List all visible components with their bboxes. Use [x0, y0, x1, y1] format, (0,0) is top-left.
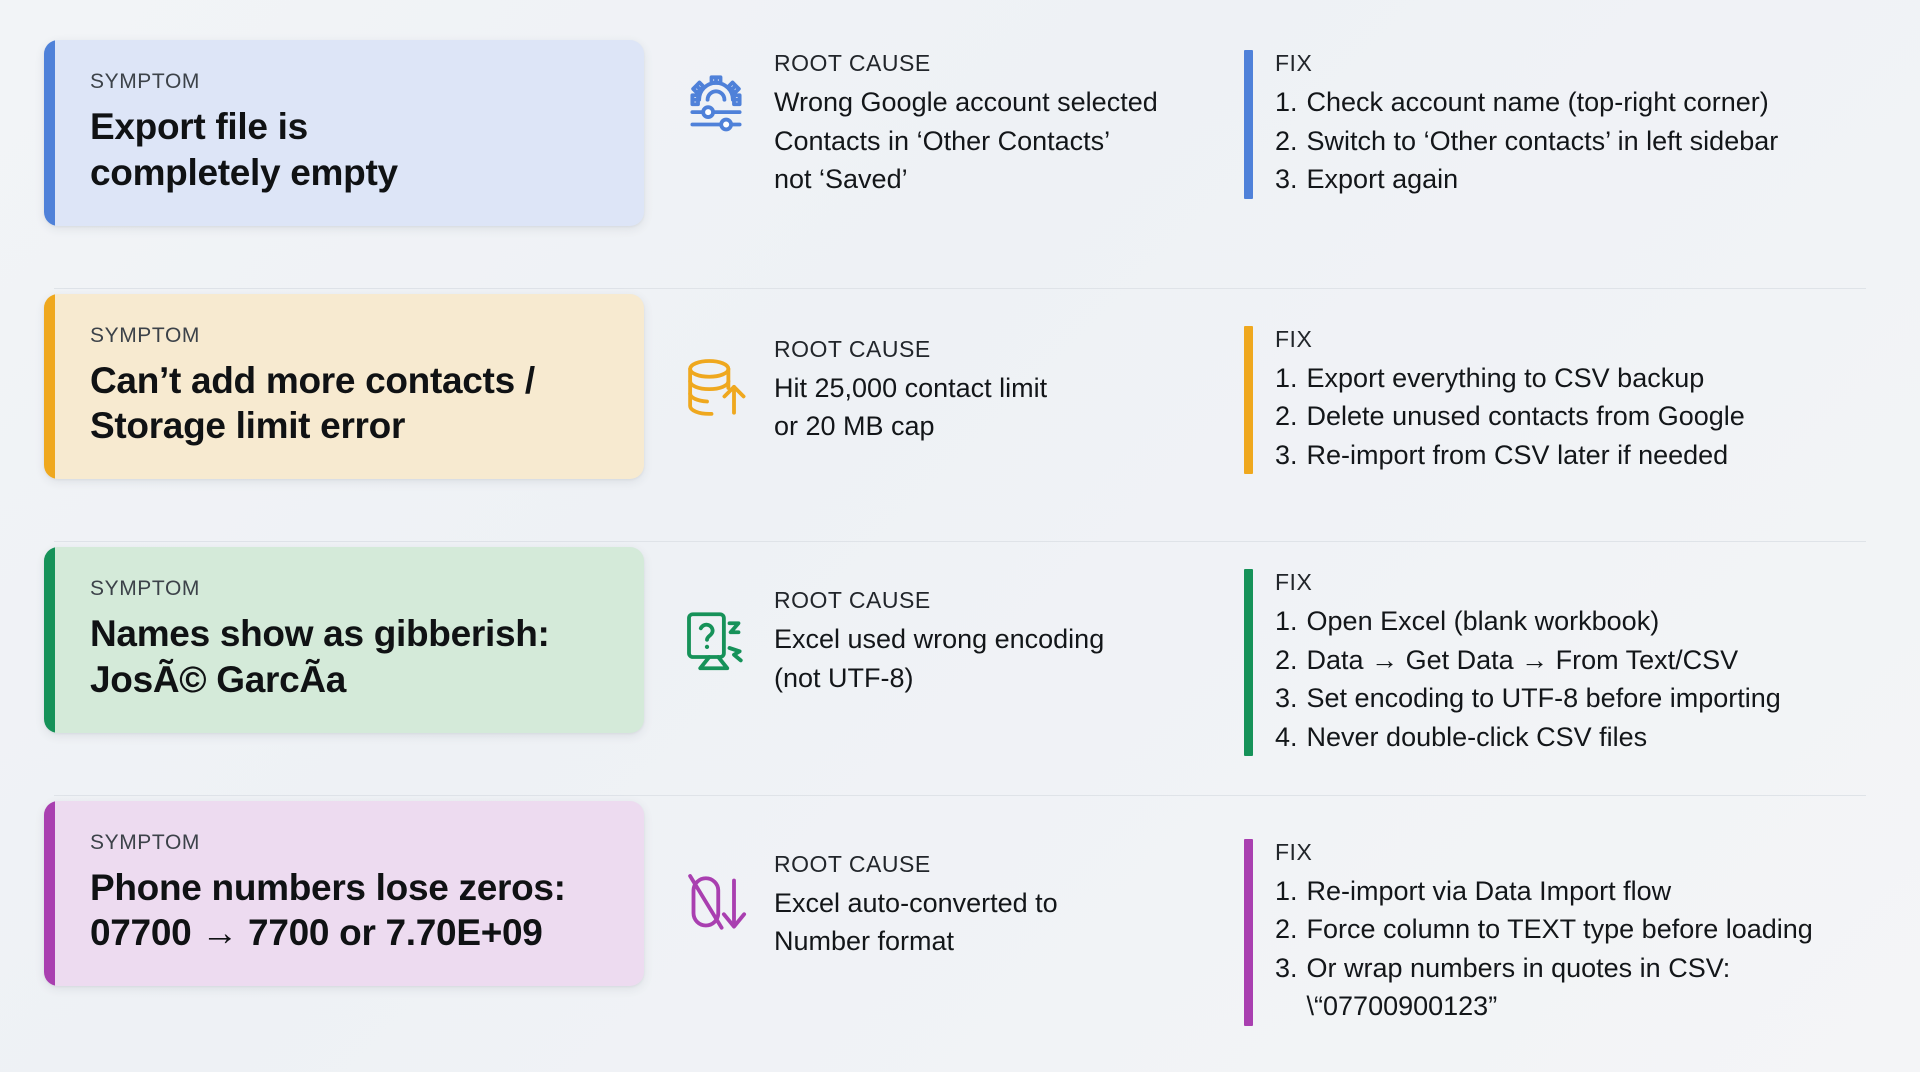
troubleshooting-row: SYMPTOM Export file is completely empty [44, 34, 1876, 288]
root-cause-body: Wrong Google account selected Contacts i… [774, 87, 1158, 195]
fix-item: 1. Open Excel (blank workbook) [1275, 602, 1781, 641]
fix-item: 3. Or wrap numbers in quotes in CSV: \“0… [1275, 949, 1813, 1026]
fix-item-number: 3. [1275, 952, 1298, 983]
root-cause-text-wrap: ROOT CAUSE Excel used wrong encoding (no… [774, 585, 1104, 697]
fix-label: FIX [1275, 838, 1313, 865]
fix-column: FIX 1. Re-import via Data Import flow 2.… [1244, 801, 1876, 1026]
fix-item: 3. Re-import from CSV later if needed [1275, 436, 1745, 475]
symptom-label: SYMPTOM [90, 577, 200, 600]
symptom-card: SYMPTOM Phone numbers lose zeros: 07700 … [44, 800, 644, 987]
fix-list: 1. Export everything to CSV backup 2. De… [1275, 359, 1745, 475]
fix-item-number: 2. [1275, 125, 1298, 156]
root-cause-column: ROOT CAUSE Excel auto-converted to Numbe… [644, 801, 1244, 961]
fix-item-number: 1. [1275, 87, 1298, 117]
symptom-label: SYMPTOM [90, 323, 200, 347]
symptom-accent-bar [44, 40, 55, 226]
fix-item: 2. Force column to TEXT type before load… [1275, 910, 1813, 949]
fix-item-text: Export everything to CSV backup [1306, 362, 1705, 393]
fix-item-number: 2. [1275, 401, 1298, 432]
root-cause-label: ROOT CAUSE [774, 50, 931, 76]
fix-item-text: Switch to ‘Other contacts’ in left sideb… [1306, 125, 1779, 156]
symptom-label: SYMPTOM [90, 70, 200, 93]
fix-item: 1. Check account name (top-right corner) [1275, 83, 1778, 122]
symptom-card: SYMPTOM Names show as gibberish: JosÃ© G… [44, 547, 644, 733]
fix-item-number: 3. [1275, 683, 1298, 714]
root-cause-text-wrap: ROOT CAUSE Excel auto-converted to Numbe… [774, 849, 1058, 961]
fix-item-text: Set encoding to UTF-8 before importing [1306, 683, 1781, 714]
fix-item-text: Check account name (top-right corner) [1306, 87, 1769, 117]
root-cause-label: ROOT CAUSE [774, 587, 931, 613]
fix-item: 3. Export again [1275, 160, 1778, 199]
root-cause-body: Hit 25,000 contact limit or 20 MB cap [774, 372, 1048, 442]
fix-item-number: 3. [1275, 164, 1298, 195]
fix-label: FIX [1275, 325, 1313, 352]
fix-item-number: 2. [1275, 644, 1298, 675]
fix-item-text: Or wrap numbers in quotes in CSV: \“0770… [1306, 952, 1731, 1022]
fix-item-text: Data → Get Data → From Text/CSV [1306, 644, 1739, 675]
root-cause-text-wrap: ROOT CAUSE Hit 25,000 contact limit or 2… [774, 334, 1047, 446]
root-cause-body: Excel used wrong encoding (not UTF-8) [774, 624, 1105, 693]
troubleshooting-row: SYMPTOM Phone numbers lose zeros: 07700 … [44, 794, 1876, 1049]
fix-item-text: Re-import via Data Import flow [1306, 875, 1672, 906]
fix-accent-bar [1244, 50, 1253, 199]
root-cause-column: ROOT CAUSE Hit 25,000 contact limit or 2… [644, 294, 1244, 446]
symptom-accent-bar [44, 293, 55, 480]
fix-item: 1. Re-import via Data Import flow [1275, 872, 1813, 911]
fix-item-text: Open Excel (blank workbook) [1306, 606, 1660, 636]
symptom-accent-bar [44, 800, 55, 987]
fix-item-number: 3. [1275, 439, 1298, 470]
fix-accent-bar [1244, 325, 1253, 475]
fix-item-text: Never double-click CSV files [1306, 721, 1648, 752]
fix-label: FIX [1275, 569, 1313, 595]
root-cause-label: ROOT CAUSE [774, 850, 931, 877]
fix-label: FIX [1275, 50, 1313, 76]
fix-item: 3. Set encoding to UTF-8 before importin… [1275, 679, 1781, 718]
fix-item-number: 1. [1275, 606, 1298, 636]
fix-item-text: Force column to TEXT type before loading [1306, 914, 1813, 945]
symptom-title: Names show as gibberish: JosÃ© GarcÃ­a [90, 613, 550, 700]
fix-accent-bar [1244, 838, 1253, 1026]
root-cause-column: ROOT CAUSE Wrong Google account selected… [644, 40, 1244, 199]
fix-list: 1. Re-import via Data Import flow 2. For… [1275, 872, 1813, 1026]
root-cause-body: Excel auto-converted to Number format [774, 887, 1058, 957]
symptom-card: SYMPTOM Can’t add more contacts / Storag… [44, 293, 644, 480]
fix-item: 4. Never double-click CSV files [1275, 718, 1781, 757]
root-cause-label: ROOT CAUSE [774, 335, 931, 362]
fix-column: FIX 1. Open Excel (blank workbook) 2. Da… [1244, 547, 1876, 757]
root-cause-text-wrap: ROOT CAUSE Wrong Google account selected… [774, 48, 1158, 199]
fix-item-text: Export again [1306, 164, 1459, 195]
fix-column: FIX 1. Export everything to CSV backup 2… [1244, 294, 1876, 475]
root-cause-column: ROOT CAUSE Excel used wrong encoding (no… [644, 547, 1244, 697]
symptom-title: Export file is completely empty [90, 106, 398, 193]
fix-item-number: 4. [1275, 721, 1298, 752]
troubleshooting-row: SYMPTOM Names show as gibberish: JosÃ© G… [44, 541, 1876, 795]
symptom-title: Can’t add more contacts / Storage limit … [90, 359, 535, 447]
fix-item: 2. Data → Get Data → From Text/CSV [1275, 641, 1781, 680]
fix-item-number: 2. [1275, 914, 1298, 945]
corrupted-text-question-icon [680, 603, 752, 675]
symptom-card: SYMPTOM Export file is completely empty [44, 40, 644, 226]
fix-list: 1. Check account name (top-right corner)… [1275, 83, 1778, 199]
symptom-title: Phone numbers lose zeros: 07700 → 7700 o… [90, 866, 566, 954]
fix-item-number: 1. [1275, 362, 1298, 393]
database-upload-icon [680, 352, 752, 424]
fix-item-text: Delete unused contacts from Google [1306, 401, 1745, 432]
symptom-label: SYMPTOM [90, 830, 200, 854]
settings-gear-sliders-icon [680, 66, 752, 138]
fix-column: FIX 1. Check account name (top-right cor… [1244, 40, 1876, 199]
symptom-accent-bar [44, 547, 55, 733]
fix-accent-bar [1244, 569, 1253, 757]
zero-strikethrough-down-arrow-icon [680, 867, 752, 939]
fix-item-number: 1. [1275, 875, 1298, 906]
fix-item: 2. Delete unused contacts from Google [1275, 397, 1745, 436]
fix-item: 1. Export everything to CSV backup [1275, 359, 1745, 398]
troubleshooting-row: SYMPTOM Can’t add more contacts / Storag… [44, 287, 1876, 542]
fix-item-text: Re-import from CSV later if needed [1306, 439, 1729, 470]
fix-item: 2. Switch to ‘Other contacts’ in left si… [1275, 122, 1778, 161]
fix-list: 1. Open Excel (blank workbook) 2. Data →… [1275, 602, 1781, 756]
